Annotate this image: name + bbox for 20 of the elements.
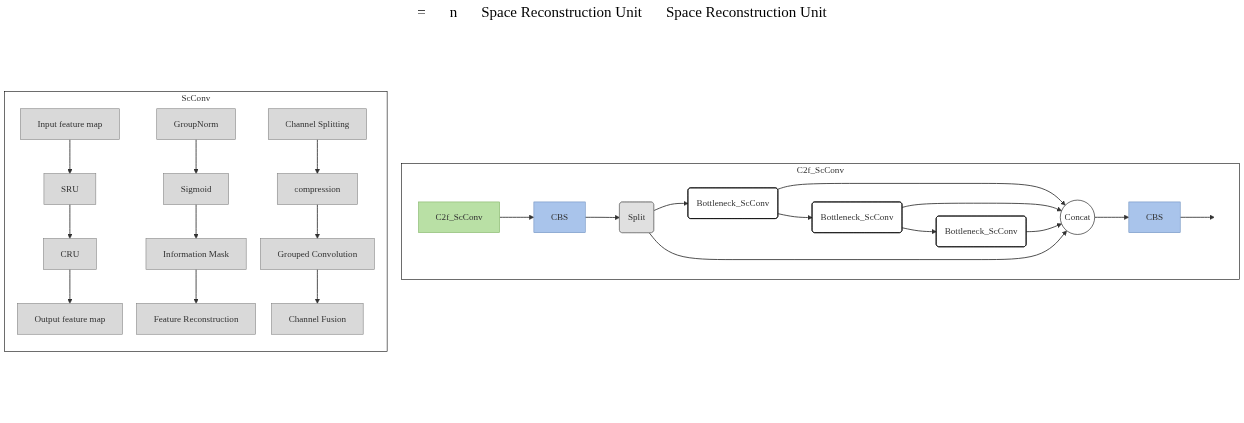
node-box: Grouped Convolution bbox=[260, 238, 375, 270]
node-box: C2f_ScConv bbox=[418, 201, 500, 233]
node-box: Input feature map bbox=[20, 108, 120, 140]
node-box: compression bbox=[276, 173, 358, 205]
section-heading: Space Reconstruction Unit bbox=[666, 3, 827, 21]
node-box: CBS bbox=[533, 201, 586, 233]
node-box: Output feature map bbox=[17, 303, 123, 335]
node-circle: Concat bbox=[1060, 199, 1095, 235]
node-box: Sigmoid bbox=[163, 173, 229, 205]
annotation-text: n bbox=[449, 3, 458, 21]
node-box: CRU bbox=[43, 238, 97, 270]
annotation-text: = bbox=[417, 3, 426, 21]
node-box: SRU bbox=[43, 173, 97, 205]
node-box: Channel Splitting bbox=[268, 108, 367, 140]
node-box: Information Mask bbox=[145, 238, 247, 270]
section-heading: Space Reconstruction Unit bbox=[481, 3, 642, 21]
node-box: GroupNorm bbox=[156, 108, 236, 140]
node-box: Feature Reconstruction bbox=[136, 303, 256, 335]
node-box: Channel Fusion bbox=[271, 303, 364, 335]
node-box: CBS bbox=[1128, 201, 1181, 233]
